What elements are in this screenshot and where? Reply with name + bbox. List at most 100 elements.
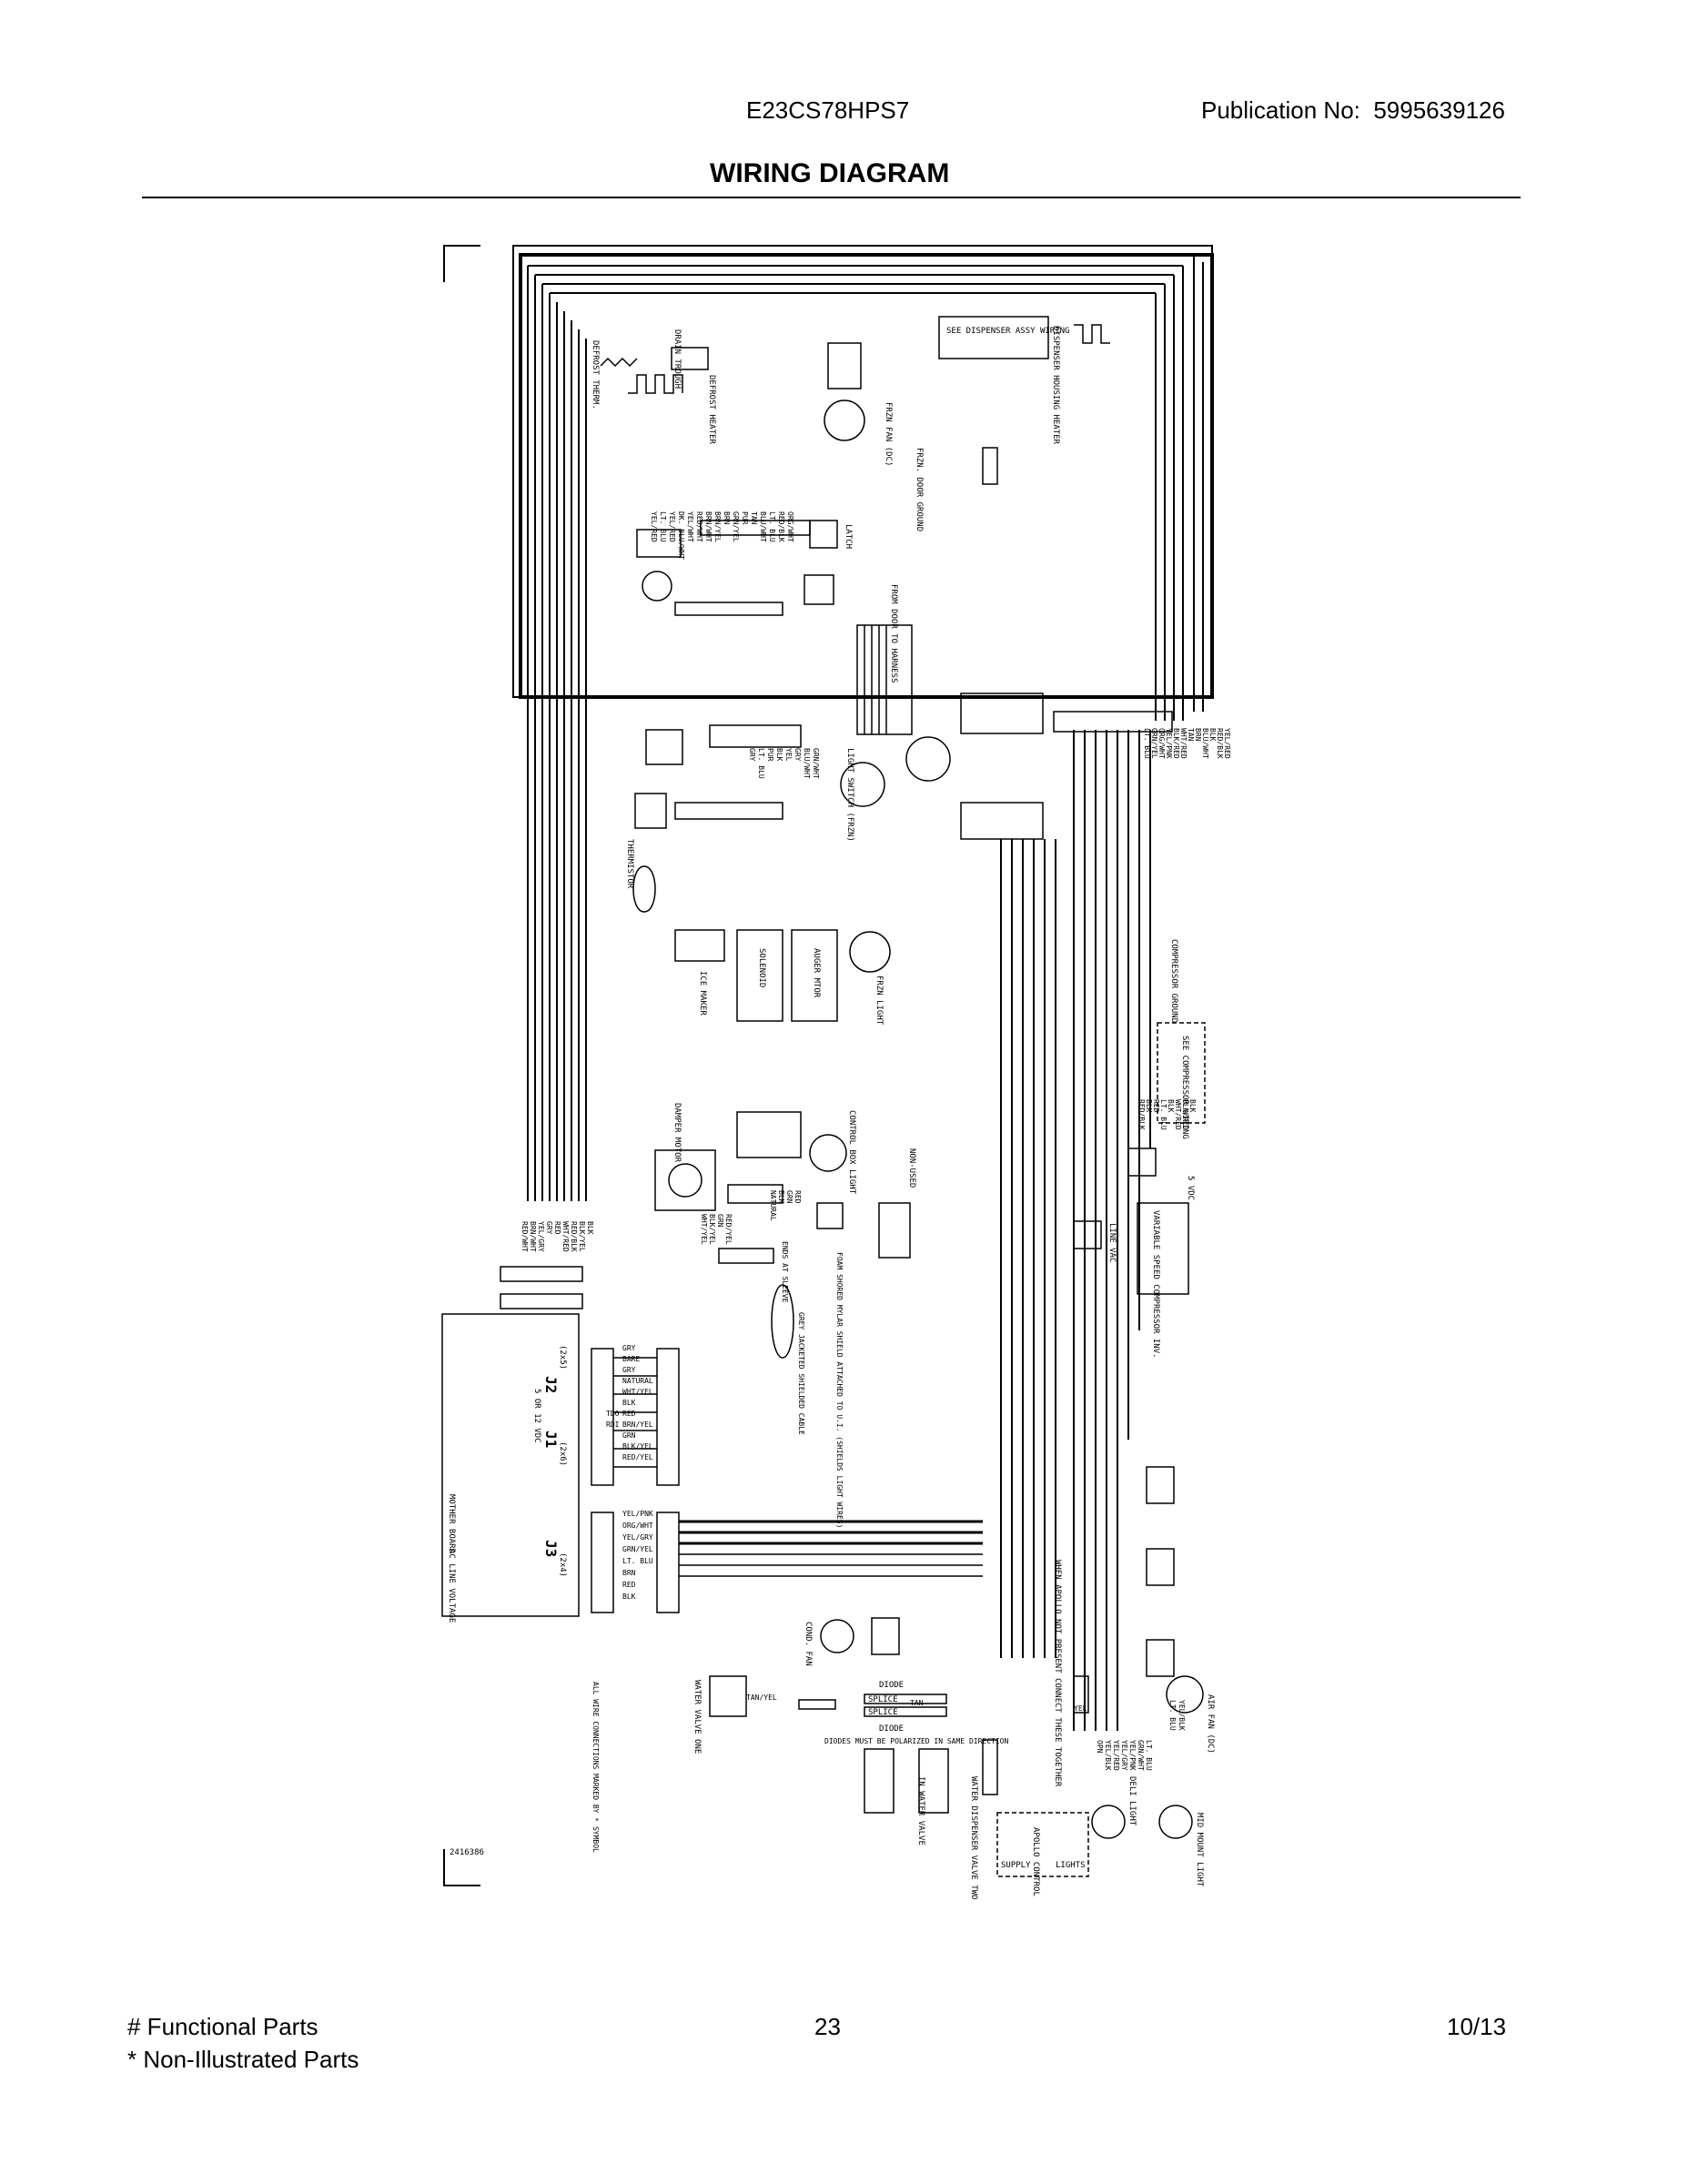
label-diodes-note: DIODES MUST BE POLARIZED IN SAME DIRECTI…: [824, 1737, 1008, 1745]
upper-left-components: [600, 342, 865, 616]
wire-label-damper-wires: BLK/YEL: [708, 1214, 716, 1245]
wire-label-wire-colors-mid: YEL: [784, 748, 793, 762]
wire-label-wire-colors-board-top: BLK/YEL: [578, 1221, 586, 1252]
mid-mount-light-symbol: [1158, 1805, 1193, 1839]
nonsense-block: [878, 1202, 911, 1259]
wire-label-j3-pins: RED: [622, 1581, 636, 1589]
label-splice-2: SPLICE: [868, 1708, 898, 1717]
in-water-valve: [864, 1748, 895, 1814]
wire-label-bottom-wires: TAN: [910, 1699, 924, 1707]
wire-label-bottom-wires: YEL: [1074, 1704, 1087, 1713]
ends-at-sleeve-connector: [718, 1248, 774, 1264]
wire-label-wire-colors-mid: GRY: [748, 748, 756, 762]
label-drain-trough: DRAIN TROUGH: [672, 329, 682, 389]
label-deli-light: DELI LIGHT: [1127, 1776, 1137, 1826]
dispenser-wiring-box: [938, 316, 1049, 359]
wire-label-wire-colors-right: RED/BLK: [1216, 728, 1224, 759]
label-frzn-light: FRZN LIGHT: [874, 976, 884, 1026]
drain-trough-block: [671, 347, 709, 370]
right-wire-runs: [1000, 730, 1151, 1731]
j3-mate: [656, 1512, 680, 1613]
publication-number: Publication No: 5995639126: [1201, 96, 1505, 125]
lower-connector-strip: [674, 802, 783, 820]
cond-fan-symbol: [820, 1619, 854, 1653]
vs-compressor-block: [1137, 1202, 1189, 1295]
label-mid-mount-light: MID MOUNT LIGHT: [1195, 1813, 1204, 1887]
wire-label-wire-colors-upper: YEL/RED: [650, 511, 658, 542]
wire-label-j2-pins: GRY: [622, 1344, 636, 1352]
wire-label-damper-wires: RED/YEL: [724, 1214, 733, 1245]
defrost-heater-symbol: [628, 374, 683, 394]
label-defrost-heater: DEFROST HEATER: [707, 375, 716, 444]
wire-label-cbox-wires: GRN: [785, 1190, 793, 1204]
wire-label-j2-pins: RED: [622, 1410, 636, 1418]
wire-label-j2-pins: WHT/YEL: [622, 1388, 653, 1396]
label-thermistor: THERMISTOR: [625, 839, 634, 889]
ice-maker-block: [674, 929, 725, 962]
wire-label-j2-pins: BARE: [622, 1355, 640, 1363]
latch-plug-1: [645, 729, 683, 765]
wire-label-comp-wires: LT. BLU: [1159, 1099, 1167, 1130]
label-j1: J1: [542, 1431, 560, 1448]
label-splice-1: SPLICE: [868, 1695, 898, 1704]
latch-rect-connector-1: [960, 693, 1044, 734]
label-frzn-door-ground: FRZN. DOOR GROUND: [915, 448, 924, 531]
latch-round-connector: [905, 736, 951, 782]
frzn-fan-plug: [827, 342, 862, 389]
non-illustrated-note: * Non-Illustrated Parts: [127, 2046, 359, 2073]
wire-label-cbox-wires: BLK: [777, 1190, 785, 1204]
wire-label-j2-pins: BRN/YEL: [622, 1421, 653, 1429]
wire-label-wire-colors-upper: DK. BLU/WHT: [677, 511, 685, 560]
page-number: 23: [814, 2013, 841, 2040]
wire-label-comp-wires: BLK/RED: [1181, 1099, 1189, 1130]
light-switch-frzn: [840, 762, 885, 807]
mid-connector-strip: [674, 602, 783, 616]
label-j3: J3: [542, 1540, 560, 1557]
wire-label-damper-wires: GRN: [716, 1214, 724, 1228]
grey-jacketed-cable: [771, 1284, 794, 1359]
label-air-fan: AIR FAN (DC): [1206, 1694, 1215, 1754]
label-light-switch: LIGHT SWITCH (FRZN): [845, 748, 854, 842]
label-in-water-valve: IN WATER VALVE: [916, 1776, 925, 1845]
label-latch-1: LATCH: [844, 524, 853, 549]
wire-label-wire-colors-board-top: RED/BLK: [570, 1221, 578, 1252]
label-dispenser-heater: DISPENSER HOUSING HEATER: [1051, 326, 1060, 445]
wire-label-wire-colors-board-top: WHT/RED: [561, 1221, 570, 1252]
wire-label-wire-colors-right: YEL/RED: [1223, 728, 1231, 759]
label-ice-maker: ICE MAKER: [698, 971, 707, 1016]
dispenser-valve-two: [918, 1748, 949, 1814]
wire-label-apollo-pins: OPN: [1096, 1740, 1104, 1754]
wire-label-wire-colors-right: ORG/WHT: [1157, 728, 1166, 759]
label-foam-note: FOAM SHORED MYLAR SHIELD ATTACHED TO U.I…: [835, 1252, 844, 1528]
model-number: E23CS78HPS7: [746, 96, 910, 124]
wire-label-j2-pin-tags: TDO: [606, 1410, 620, 1418]
yel-red-connector: [636, 529, 682, 558]
latch-rect-connector-2: [960, 802, 1044, 840]
wire-label-wire-colors-right: BLK/RED: [1172, 728, 1180, 759]
label-mother-board: MOTHER BOARD: [447, 1494, 456, 1553]
damper-area: [654, 1111, 911, 1359]
cbox-module: [736, 1111, 802, 1158]
label-solenoid: SOLENOID: [757, 948, 766, 987]
wire-label-wire-colors-right: GRN/YEL: [1150, 728, 1158, 759]
wire-label-j3-pins: LT. BLU: [622, 1557, 653, 1565]
wire-label-wire-colors-upper: ORG/WHT: [786, 511, 794, 542]
vdc-connector: [1127, 1148, 1157, 1177]
label-ground-note: ALL WIRE CONNECTIONS MARKED BY * SYMBOL: [591, 1682, 600, 1853]
wire-label-bottom-wires: TAN/YEL: [746, 1694, 777, 1702]
wire-label-comp-wires: BLK: [1188, 1099, 1197, 1113]
nonsense-connector: [816, 1202, 844, 1229]
wire-label-wire-colors-mid: GRN/WHT: [812, 748, 820, 779]
label-from-door: FROM DOOR TO HARNESS: [889, 584, 898, 682]
label-grey-cable: GREY JACKETED SHIELDED CABLE: [797, 1312, 805, 1435]
damper-motor-block: [654, 1149, 716, 1211]
wire-label-j3-pins: BLK: [622, 1592, 636, 1601]
latch-block-1: [809, 520, 838, 549]
wire-label-apollo-pins: YEL/PNK: [1128, 1740, 1137, 1771]
wire-label-wire-colors-right: TAN: [1187, 728, 1195, 742]
control-box-light-symbol: [809, 1134, 847, 1172]
wire-label-wire-colors-right: YEL/PNK: [1165, 728, 1173, 759]
right-terminal-strip: [1053, 711, 1173, 733]
j2-j1-mate: [656, 1348, 680, 1486]
wire-label-wire-colors-upper: YEL/RED: [668, 511, 676, 542]
